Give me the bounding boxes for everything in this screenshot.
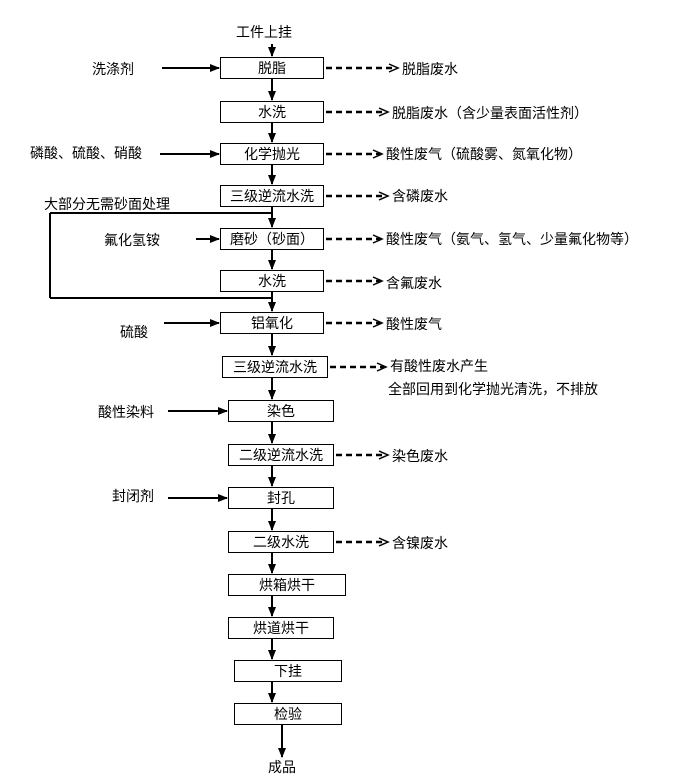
output-arrowhead — [378, 450, 390, 460]
output-emission-label: 含磷废水 — [392, 189, 448, 205]
output-arrowhead — [372, 149, 384, 159]
end-label: 成品 — [268, 760, 296, 776]
bypass-label: 大部分无需砂面处理 — [44, 197, 170, 213]
output-arrowhead — [378, 107, 390, 117]
output-emission-label: 染色废水 — [392, 449, 448, 465]
output-arrowhead — [372, 234, 384, 244]
process-step-box: 二级水洗 — [228, 531, 334, 553]
process-step-box: 检验 — [234, 703, 342, 725]
input-chemical-label: 洗涤剂 — [92, 62, 134, 78]
output-arrowhead — [378, 537, 390, 547]
process-step-box: 化学抛光 — [220, 143, 324, 165]
process-step-box: 磨砂（砂面） — [220, 228, 324, 250]
process-step-box: 二级逆流水洗 — [228, 444, 334, 466]
process-step-box: 三级逆流水洗 — [220, 185, 324, 207]
process-step-box: 下挂 — [234, 660, 342, 682]
recycle-note-label: 全部回用到化学抛光清洗，不排放 — [388, 382, 598, 398]
output-emission-label: 酸性废气（氨气、氢气、少量氟化物等） — [386, 232, 638, 248]
process-step-box: 水洗 — [220, 270, 324, 292]
input-chemical-label: 硫酸 — [120, 325, 148, 341]
output-arrowhead — [372, 318, 384, 328]
process-step-box: 封孔 — [228, 487, 334, 509]
output-emission-label: 脱脂废水 — [402, 62, 458, 78]
input-chemical-label: 磷酸、硫酸、硝酸 — [30, 146, 142, 162]
process-step-box: 铝氧化 — [220, 312, 324, 334]
output-emission-label: 酸性废气（硫酸雾、氮氧化物） — [386, 147, 582, 163]
output-arrowhead — [378, 191, 390, 201]
start-label: 工件上挂 — [236, 25, 292, 41]
process-step-box: 水洗 — [220, 101, 324, 123]
process-step-box: 三级逆流水洗 — [222, 356, 328, 378]
input-chemical-label: 氟化氢铵 — [104, 233, 160, 249]
output-arrowhead — [388, 63, 400, 73]
process-step-box: 烘箱烘干 — [228, 574, 346, 596]
output-emission-label: 含镍废水 — [392, 536, 448, 552]
output-emission-label: 脱脂废水（含少量表面活性剂） — [392, 106, 588, 122]
input-chemical-label: 酸性染料 — [98, 405, 154, 421]
process-step-box: 脱脂 — [220, 57, 324, 79]
output-arrowhead — [376, 362, 388, 372]
process-step-box: 烘道烘干 — [228, 617, 334, 639]
input-chemical-label: 封闭剂 — [112, 489, 154, 505]
output-arrowhead — [372, 276, 384, 286]
output-emission-label: 含氟废水 — [386, 276, 442, 292]
output-emission-label: 酸性废气 — [386, 317, 442, 333]
output-emission-label: 有酸性废水产生 — [390, 359, 488, 375]
process-step-box: 染色 — [228, 400, 334, 422]
